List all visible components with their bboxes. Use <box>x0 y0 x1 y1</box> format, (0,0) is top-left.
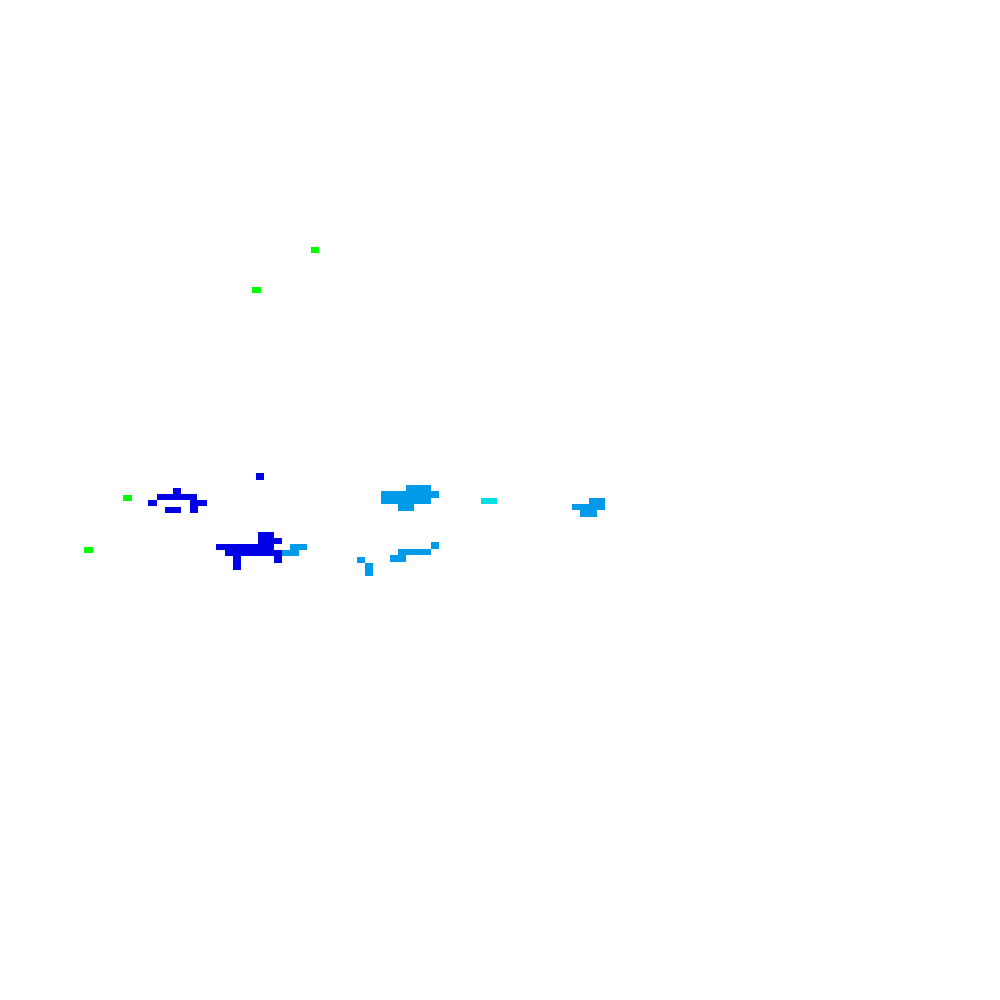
raster-cell-green <box>84 547 93 553</box>
raster-cell-cyan <box>481 498 497 504</box>
raster-cell-blue <box>216 544 274 550</box>
raster-cell-sky-blue <box>406 485 431 491</box>
raster-cell-sky-blue <box>398 549 431 555</box>
raster-cell-blue <box>190 506 198 513</box>
raster-cell-sky-blue <box>381 491 439 498</box>
raster-cell-sky-blue <box>282 550 299 556</box>
raster-cell-blue <box>173 488 181 495</box>
raster-cell-sky-blue <box>290 544 307 550</box>
raster-cell-sky-blue <box>572 504 605 510</box>
raster-cell-blue <box>233 556 241 563</box>
raster-cells-layer <box>84 247 605 576</box>
raster-cell-blue <box>225 550 283 556</box>
raster-cell-green <box>252 287 261 293</box>
raster-cell-sky-blue <box>357 557 365 563</box>
raster-cell-blue <box>157 494 197 500</box>
raster-cell-sky-blue <box>390 555 406 562</box>
raster-cell-green <box>311 247 319 253</box>
raster-cell-blue <box>148 500 157 506</box>
raster-cell-sky-blue <box>431 542 439 549</box>
raster-cell-blue <box>258 532 274 538</box>
raster-cell-sky-blue <box>381 498 431 504</box>
raster-cell-sky-blue <box>589 498 605 504</box>
raster-cell-blue <box>256 473 264 480</box>
raster-cell-sky-blue <box>398 504 414 511</box>
raster-cell-blue <box>233 563 241 570</box>
raster-cell-green <box>123 495 132 501</box>
raster-cell-blue <box>165 507 181 513</box>
raster-cell-sky-blue <box>365 563 373 570</box>
raster-cell-sky-blue <box>580 510 597 517</box>
raster-cell-blue <box>274 556 282 563</box>
raster-cell-sky-blue <box>365 569 373 576</box>
raster-cell-blue <box>190 500 207 506</box>
raster-cell-blue <box>258 538 282 544</box>
